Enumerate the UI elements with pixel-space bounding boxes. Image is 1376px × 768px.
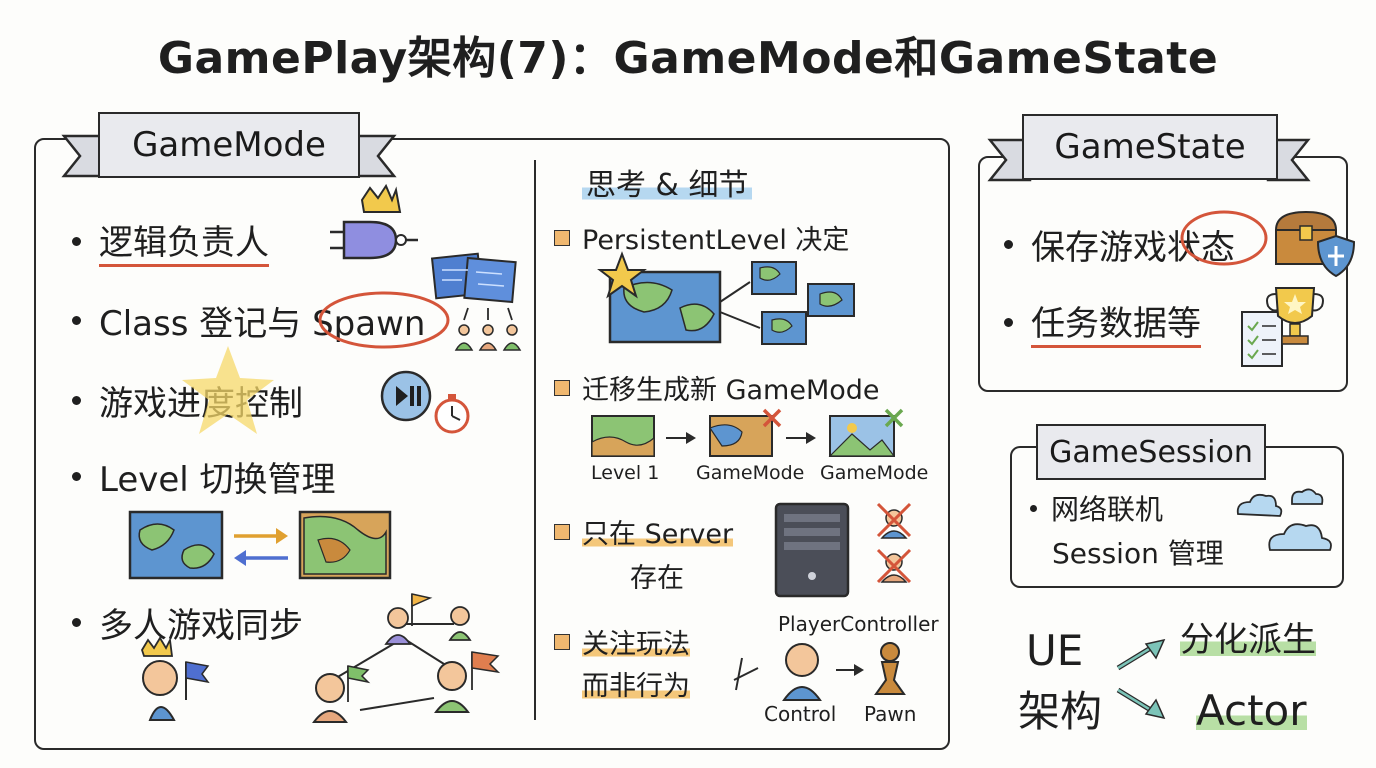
- flag-icon: [471, 651, 501, 674]
- crown-icon: [360, 183, 402, 213]
- ue-arch-label: 架构: [1018, 687, 1103, 736]
- think-item-2: 迁移生成新 GameMode: [554, 368, 880, 407]
- pawn-icon: [874, 642, 906, 695]
- think-item-label: 只在 Server: [582, 512, 734, 551]
- gamestate-banner: GameState: [1022, 114, 1278, 180]
- think-item-4: 关注玩法: [554, 622, 690, 661]
- gamemode-panel: [34, 138, 950, 750]
- bullet-dot: [72, 472, 81, 481]
- gm-bullet-2: Class 登记与 Spawn: [72, 296, 425, 345]
- map-icon: [298, 510, 392, 580]
- server-icon: [774, 502, 912, 598]
- thinking-heading: 思考 & 细节: [582, 160, 753, 204]
- ue-label: UE: [1026, 626, 1084, 675]
- bullet-square: [554, 379, 570, 396]
- blueprint-icon: [430, 252, 517, 304]
- migration-diagram: [591, 408, 904, 457]
- think-item-label: 迁移生成新 GameMode: [582, 375, 880, 406]
- star-icon: [182, 346, 274, 434]
- stopwatch-icon: [434, 394, 470, 434]
- bullet-dot: [72, 316, 81, 325]
- persistent-level-diagram: [597, 251, 855, 345]
- gm-bullet-label: Class 登记与 Spawn: [99, 304, 426, 344]
- gm-bullet-4: Level 切换管理: [72, 452, 336, 501]
- gm-bullet-label: 多人游戏同步: [99, 606, 303, 646]
- control-pawn-diagram: [733, 642, 906, 701]
- control-caption: Control: [764, 702, 837, 726]
- think-item-label: 关注玩法: [582, 622, 690, 661]
- gm-bullet-5: 多人游戏同步: [72, 598, 303, 647]
- pawn-caption: Pawn: [864, 702, 917, 726]
- gamemode-banner-ribbon: [61, 134, 397, 178]
- gm-bullet-label: Level 切换管理: [99, 460, 336, 500]
- logic-gate-icon: [330, 183, 418, 260]
- bullet-dot: [1004, 317, 1013, 327]
- bullet-square: [554, 523, 570, 540]
- bullet-dot: [72, 618, 81, 627]
- page-title: GamePlay架构(7)：GameMode和GameState: [157, 33, 1219, 84]
- star-icon: [597, 251, 647, 299]
- think-item-4-line2: 而非行为: [582, 664, 690, 703]
- ue-branch-bottom: Actor: [1196, 686, 1307, 735]
- think-item-3-line2: 存在: [630, 563, 684, 594]
- flag-icon: [411, 593, 433, 608]
- gs-bullet-label: 任务数据等: [1031, 296, 1201, 348]
- gm-bullet-label: 逻辑负责人: [99, 215, 269, 267]
- session-bullet-line2: Session 管理: [1052, 537, 1224, 570]
- bullet-square: [554, 633, 570, 650]
- gm-bullet-1: 逻辑负责人: [72, 215, 269, 267]
- playercontroller-label: PlayerController: [778, 612, 939, 636]
- gs-bullet-2: 任务数据等: [1004, 296, 1201, 348]
- trophy-icon: [1241, 287, 1324, 367]
- session-bullet-label: 网络联机: [1051, 493, 1164, 526]
- gamesession-banner: GameSession: [1036, 424, 1266, 480]
- bullet-dot: [1030, 504, 1037, 512]
- multiplayer-diagram: [141, 593, 501, 723]
- bullet-dot: [72, 236, 81, 246]
- play-pause-icon: [380, 370, 470, 434]
- migration-caption-2: GameMode: [696, 462, 805, 484]
- ue-branch-top: 分化派生: [1180, 612, 1316, 661]
- swap-arrows-icon: [234, 528, 288, 566]
- panel-divider: [534, 160, 536, 720]
- crown-icon: [141, 636, 174, 657]
- session-bullet: 网络联机: [1030, 488, 1163, 528]
- status-circle: [1180, 210, 1268, 266]
- migration-caption-3: GameMode: [820, 462, 929, 484]
- people-icon: [454, 307, 522, 351]
- branch-arrows: [1116, 638, 1166, 720]
- migration-caption-1: Level 1: [591, 462, 660, 484]
- bullet-dot: [72, 396, 81, 405]
- checklist-icon: [1241, 311, 1283, 367]
- think-item-1: PersistentLevel 决定: [554, 218, 849, 257]
- think-item-label: PersistentLevel 决定: [582, 225, 850, 256]
- shield-icon: [1316, 234, 1356, 278]
- flag-icon: [185, 661, 210, 684]
- map-icon: [128, 510, 224, 580]
- think-item-3: 只在 Server: [554, 512, 734, 551]
- flag-icon: [347, 665, 371, 684]
- gamemode-banner: GameMode: [98, 112, 360, 178]
- bullet-dot: [1004, 240, 1013, 249]
- cloud-icon: [1236, 488, 1332, 551]
- bullet-square: [554, 229, 570, 246]
- chest-icon: [1274, 210, 1356, 278]
- spawn-circle: [318, 291, 450, 349]
